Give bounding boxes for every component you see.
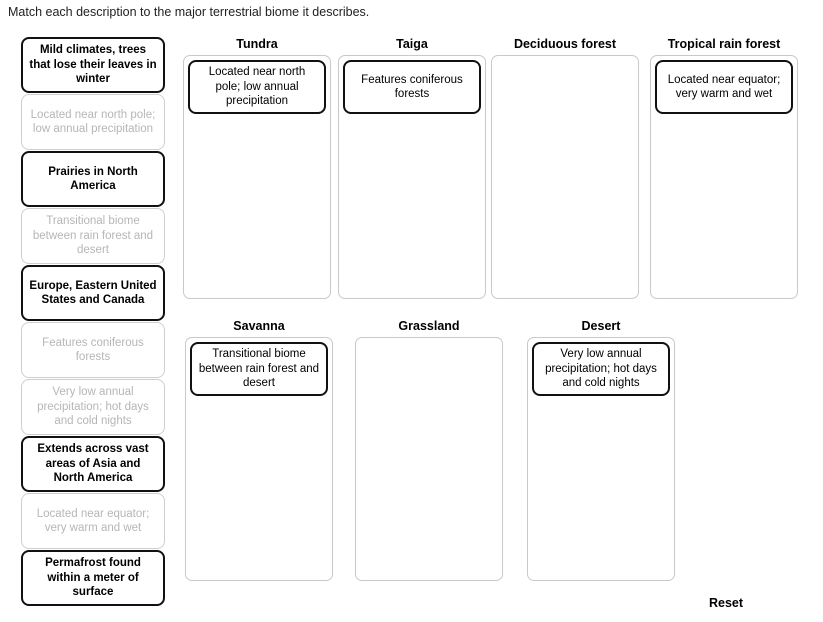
placed-card[interactable]: Features coniferous forests (343, 60, 481, 114)
source-card[interactable]: Permafrost found within a meter of surfa… (21, 550, 165, 606)
drop-zone-title: Grassland (398, 319, 460, 333)
drop-zone-tropical-rain-forest: Tropical rain forest Located near equato… (650, 36, 798, 299)
drop-zone-area[interactable] (491, 55, 639, 299)
source-card-label: Prairies in North America (48, 165, 138, 193)
source-card[interactable]: Located near equator; very warm and wet (21, 493, 165, 549)
drop-zone-title: Savanna (233, 319, 285, 333)
source-card[interactable]: Mild climates, trees that lose their lea… (21, 37, 165, 93)
source-card[interactable]: Transitional biome between rain forest a… (21, 208, 165, 264)
drop-zone-deciduous-forest: Deciduous forest (491, 36, 639, 299)
drop-zone-area[interactable]: Located near equator; very warm and wet (650, 55, 798, 299)
drop-zone-title: Tropical rain forest (667, 37, 781, 51)
source-card-label: Europe, Eastern United States and Canada (29, 279, 157, 307)
reset-button[interactable]: Reset (709, 596, 744, 610)
drop-zone-title: Desert (581, 319, 621, 333)
placed-card[interactable]: Located near north pole; low annual prec… (188, 60, 326, 114)
source-card-bank: Mild climates, trees that lose their lea… (21, 37, 165, 607)
placed-card[interactable]: Located near equator; very warm and wet (655, 60, 793, 114)
source-card[interactable]: Extends across vast areas of Asia and No… (21, 436, 165, 492)
drop-zone-area[interactable]: Transitional biome between rain forest a… (185, 337, 333, 581)
drop-zone-grassland: Grassland (355, 318, 503, 581)
drop-zone-tundra: Tundra Located near north pole; low annu… (183, 36, 331, 299)
drop-zone-area[interactable]: Very low annual precipitation; hot days … (527, 337, 675, 581)
drop-zone-desert: Desert Very low annual precipitation; ho… (527, 318, 675, 581)
drop-zone-title: Tundra (236, 37, 278, 51)
source-card-label: Transitional biome between rain forest a… (32, 215, 154, 257)
source-card-label: Very low annual precipitation; hot days … (37, 386, 149, 428)
drop-zone-area[interactable]: Features coniferous forests (338, 55, 486, 299)
source-card-label: Located near north pole; low annual prec… (30, 108, 156, 136)
drop-zone-title: Taiga (396, 37, 428, 51)
source-card-label: Mild climates, trees that lose their lea… (29, 44, 157, 86)
drop-zone-savanna: Savanna Transitional biome between rain … (185, 318, 333, 581)
source-card[interactable]: Very low annual precipitation; hot days … (21, 379, 165, 435)
placed-card[interactable]: Transitional biome between rain forest a… (190, 342, 328, 396)
source-card[interactable]: Europe, Eastern United States and Canada (21, 265, 165, 321)
source-card-label: Located near equator; very warm and wet (36, 507, 150, 535)
source-card[interactable]: Prairies in North America (21, 151, 165, 207)
drop-zone-title: Deciduous forest (513, 37, 617, 51)
drop-zone-area[interactable]: Located near north pole; low annual prec… (183, 55, 331, 299)
source-card-label: Extends across vast areas of Asia and No… (37, 443, 149, 485)
source-card[interactable]: Located near north pole; low annual prec… (21, 94, 165, 150)
drop-zone-area[interactable] (355, 337, 503, 581)
placed-card[interactable]: Very low annual precipitation; hot days … (532, 342, 670, 396)
source-card-label: Permafrost found within a meter of surfa… (45, 557, 141, 599)
drop-zone-taiga: Taiga Features coniferous forests (338, 36, 486, 299)
source-card-label: Features coniferous forests (42, 336, 144, 364)
page-title: Match each description to the major terr… (8, 5, 370, 19)
source-card[interactable]: Features coniferous forests (21, 322, 165, 378)
